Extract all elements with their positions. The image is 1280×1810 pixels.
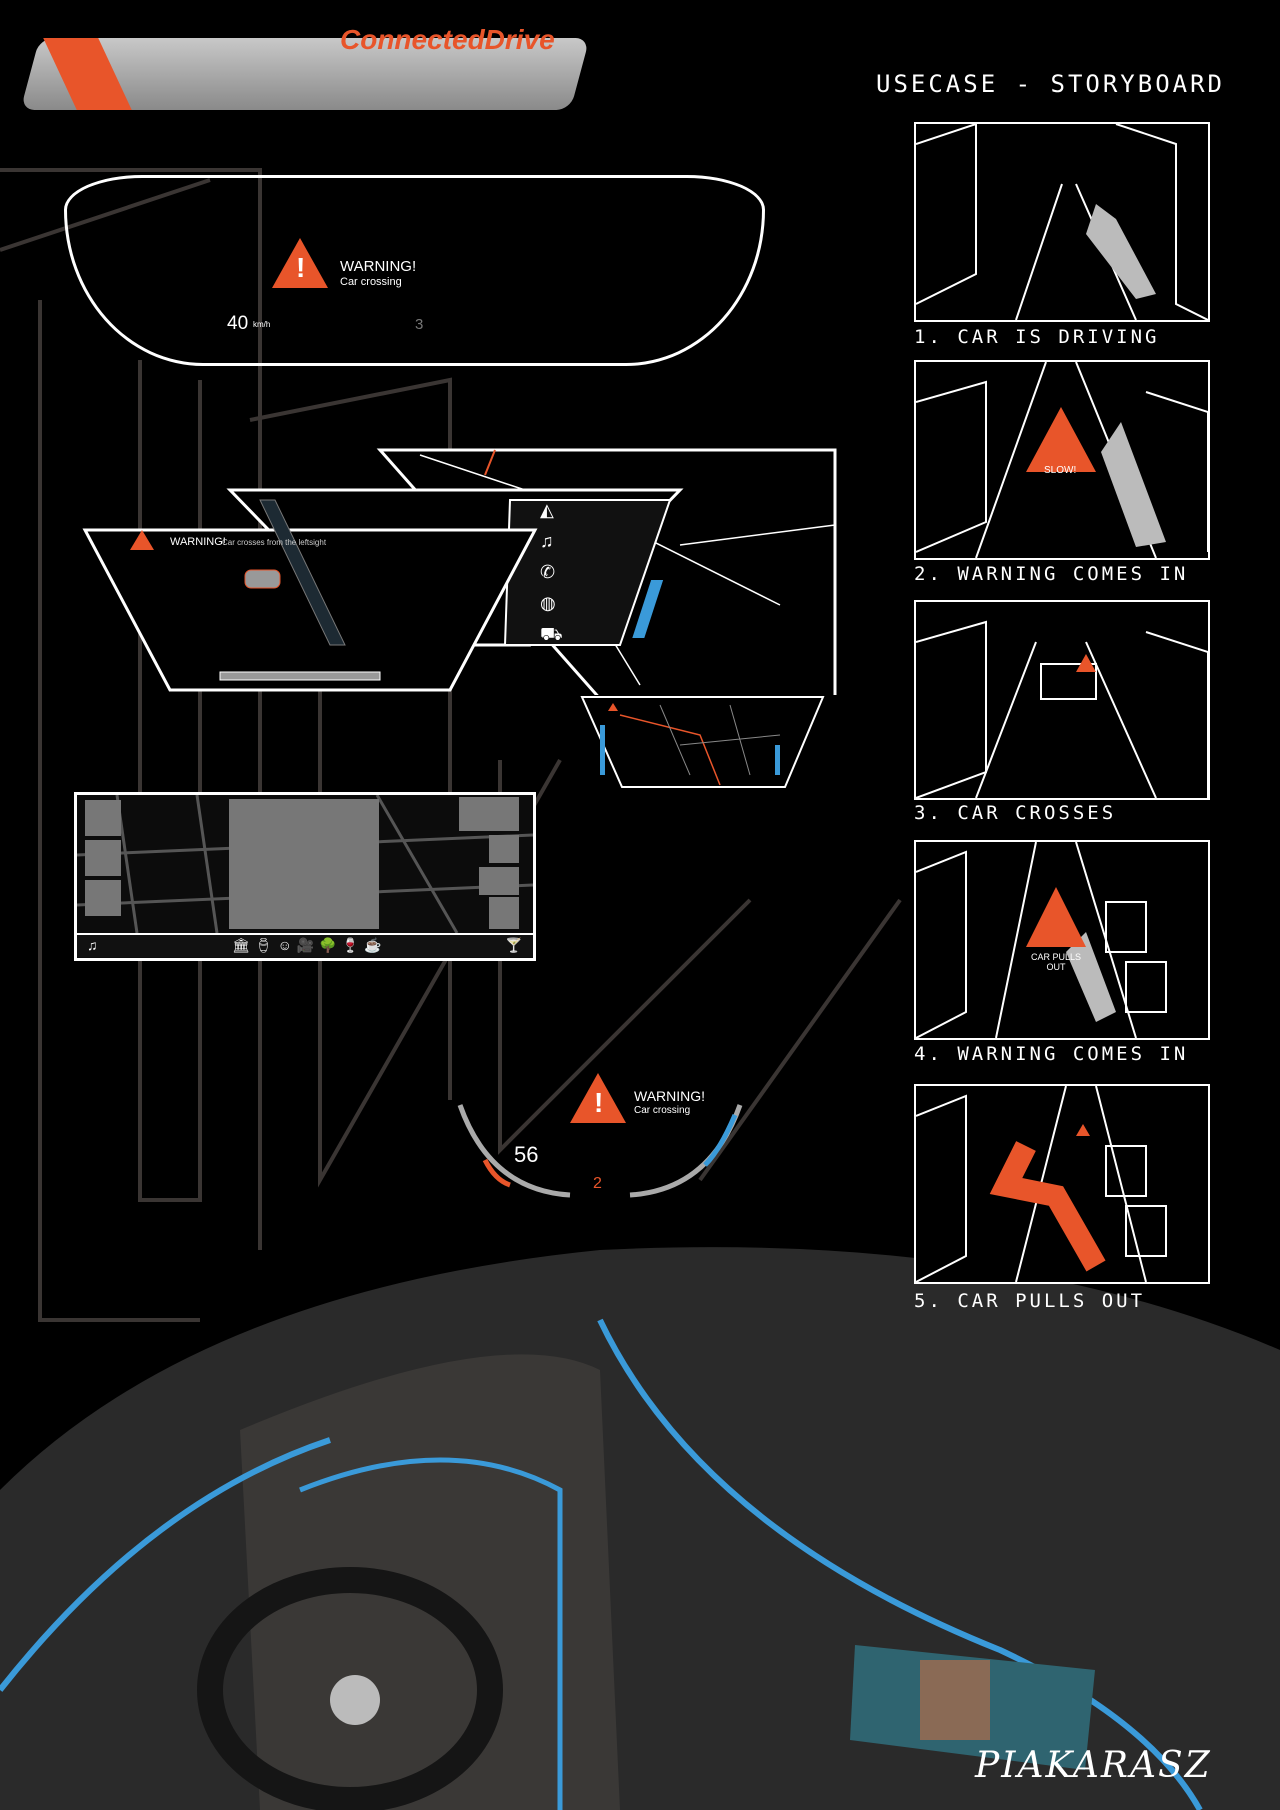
- menu-icons: ◭ ♫ ✆ ◍ ⛟: [540, 500, 563, 648]
- car-icon[interactable]: ⛟: [540, 624, 563, 644]
- storyboard-panel-1: [914, 122, 1210, 322]
- car-interior-render: [0, 1247, 1280, 1810]
- cluster-warning-text: Car crossing: [634, 1105, 691, 1116]
- layered-screens: [82, 448, 837, 695]
- storyboard-caption-4: 4. WARNING COMES IN: [914, 1043, 1189, 1065]
- park-icon[interactable]: 🌳: [319, 937, 342, 953]
- speed-value: 40: [227, 313, 249, 334]
- theatre-icon[interactable]: ☺: [277, 937, 297, 953]
- storyboard-caption-5: 5. CAR PULLS OUT: [914, 1290, 1146, 1312]
- storyboard-caption-2: 2. WARNING COMES IN: [914, 563, 1189, 585]
- music-icon[interactable]: ♫: [87, 937, 98, 953]
- instrument-cluster: [457, 1104, 743, 1198]
- wine-icon[interactable]: 🍷: [341, 937, 365, 953]
- storyboard-panel-2: SLOW!: [914, 360, 1210, 560]
- storyboard-title: USECASE - STORYBOARD: [876, 70, 1225, 98]
- cluster-warning-title: WARNING!: [634, 1088, 706, 1104]
- cinema-icon[interactable]: 🎥: [296, 937, 320, 953]
- bar-icon[interactable]: 🍸: [505, 937, 523, 953]
- warning-title: WARNING!: [340, 258, 417, 275]
- phone-icon[interactable]: ✆: [540, 562, 556, 582]
- cluster-gear: 2: [593, 1175, 602, 1192]
- layer-warning-text: Car crosses from the leftsight: [222, 538, 327, 547]
- map-screen: ♫ 🏛⚱☺🎥🌳🍷☕ 🍸: [74, 792, 536, 961]
- museum-icon[interactable]: 🏛: [232, 937, 255, 953]
- logo-subtitle: ConnectedDrive: [340, 24, 555, 55]
- navigation-icon[interactable]: ◭: [540, 500, 554, 520]
- layer-warning-title: WARNING!: [170, 536, 226, 548]
- vase-icon[interactable]: ⚱: [254, 937, 278, 953]
- music-icon[interactable]: ♫: [540, 531, 554, 551]
- gear-value: 3: [415, 316, 424, 333]
- panel-label: SLOW!: [1044, 465, 1077, 476]
- storyboard-caption-1: 1. CAR IS DRIVING: [914, 326, 1160, 348]
- combined-screen-preview: [580, 696, 825, 788]
- vision-logo: ConnectedDrive: [20, 24, 590, 115]
- warning-icon: !: [272, 238, 328, 288]
- coffee-icon[interactable]: ☕: [364, 937, 387, 953]
- panel-label: CAR PULLS OUT: [1030, 952, 1082, 972]
- signature: PIAKARASZ: [975, 1745, 1212, 1786]
- storyboard-panel-3: [914, 600, 1210, 800]
- storyboard-panel-5: [914, 1084, 1210, 1284]
- windshield-hud: ! WARNING! Car crossing 40 km/h 3: [64, 175, 765, 366]
- storyboard-caption-3: 3. CAR CROSSES: [914, 802, 1117, 824]
- cluster-speed: 56: [514, 1142, 539, 1167]
- speed-unit: km/h: [253, 320, 271, 329]
- globe-icon[interactable]: ◍: [540, 593, 556, 613]
- storyboard-panel-4: CAR PULLS OUT: [914, 840, 1210, 1040]
- cluster-warning-icon: !: [570, 1073, 626, 1123]
- poi-bar: ♫ 🏛⚱☺🎥🌳🍷☕ 🍸: [77, 933, 533, 957]
- warning-text: Car crossing: [340, 276, 402, 288]
